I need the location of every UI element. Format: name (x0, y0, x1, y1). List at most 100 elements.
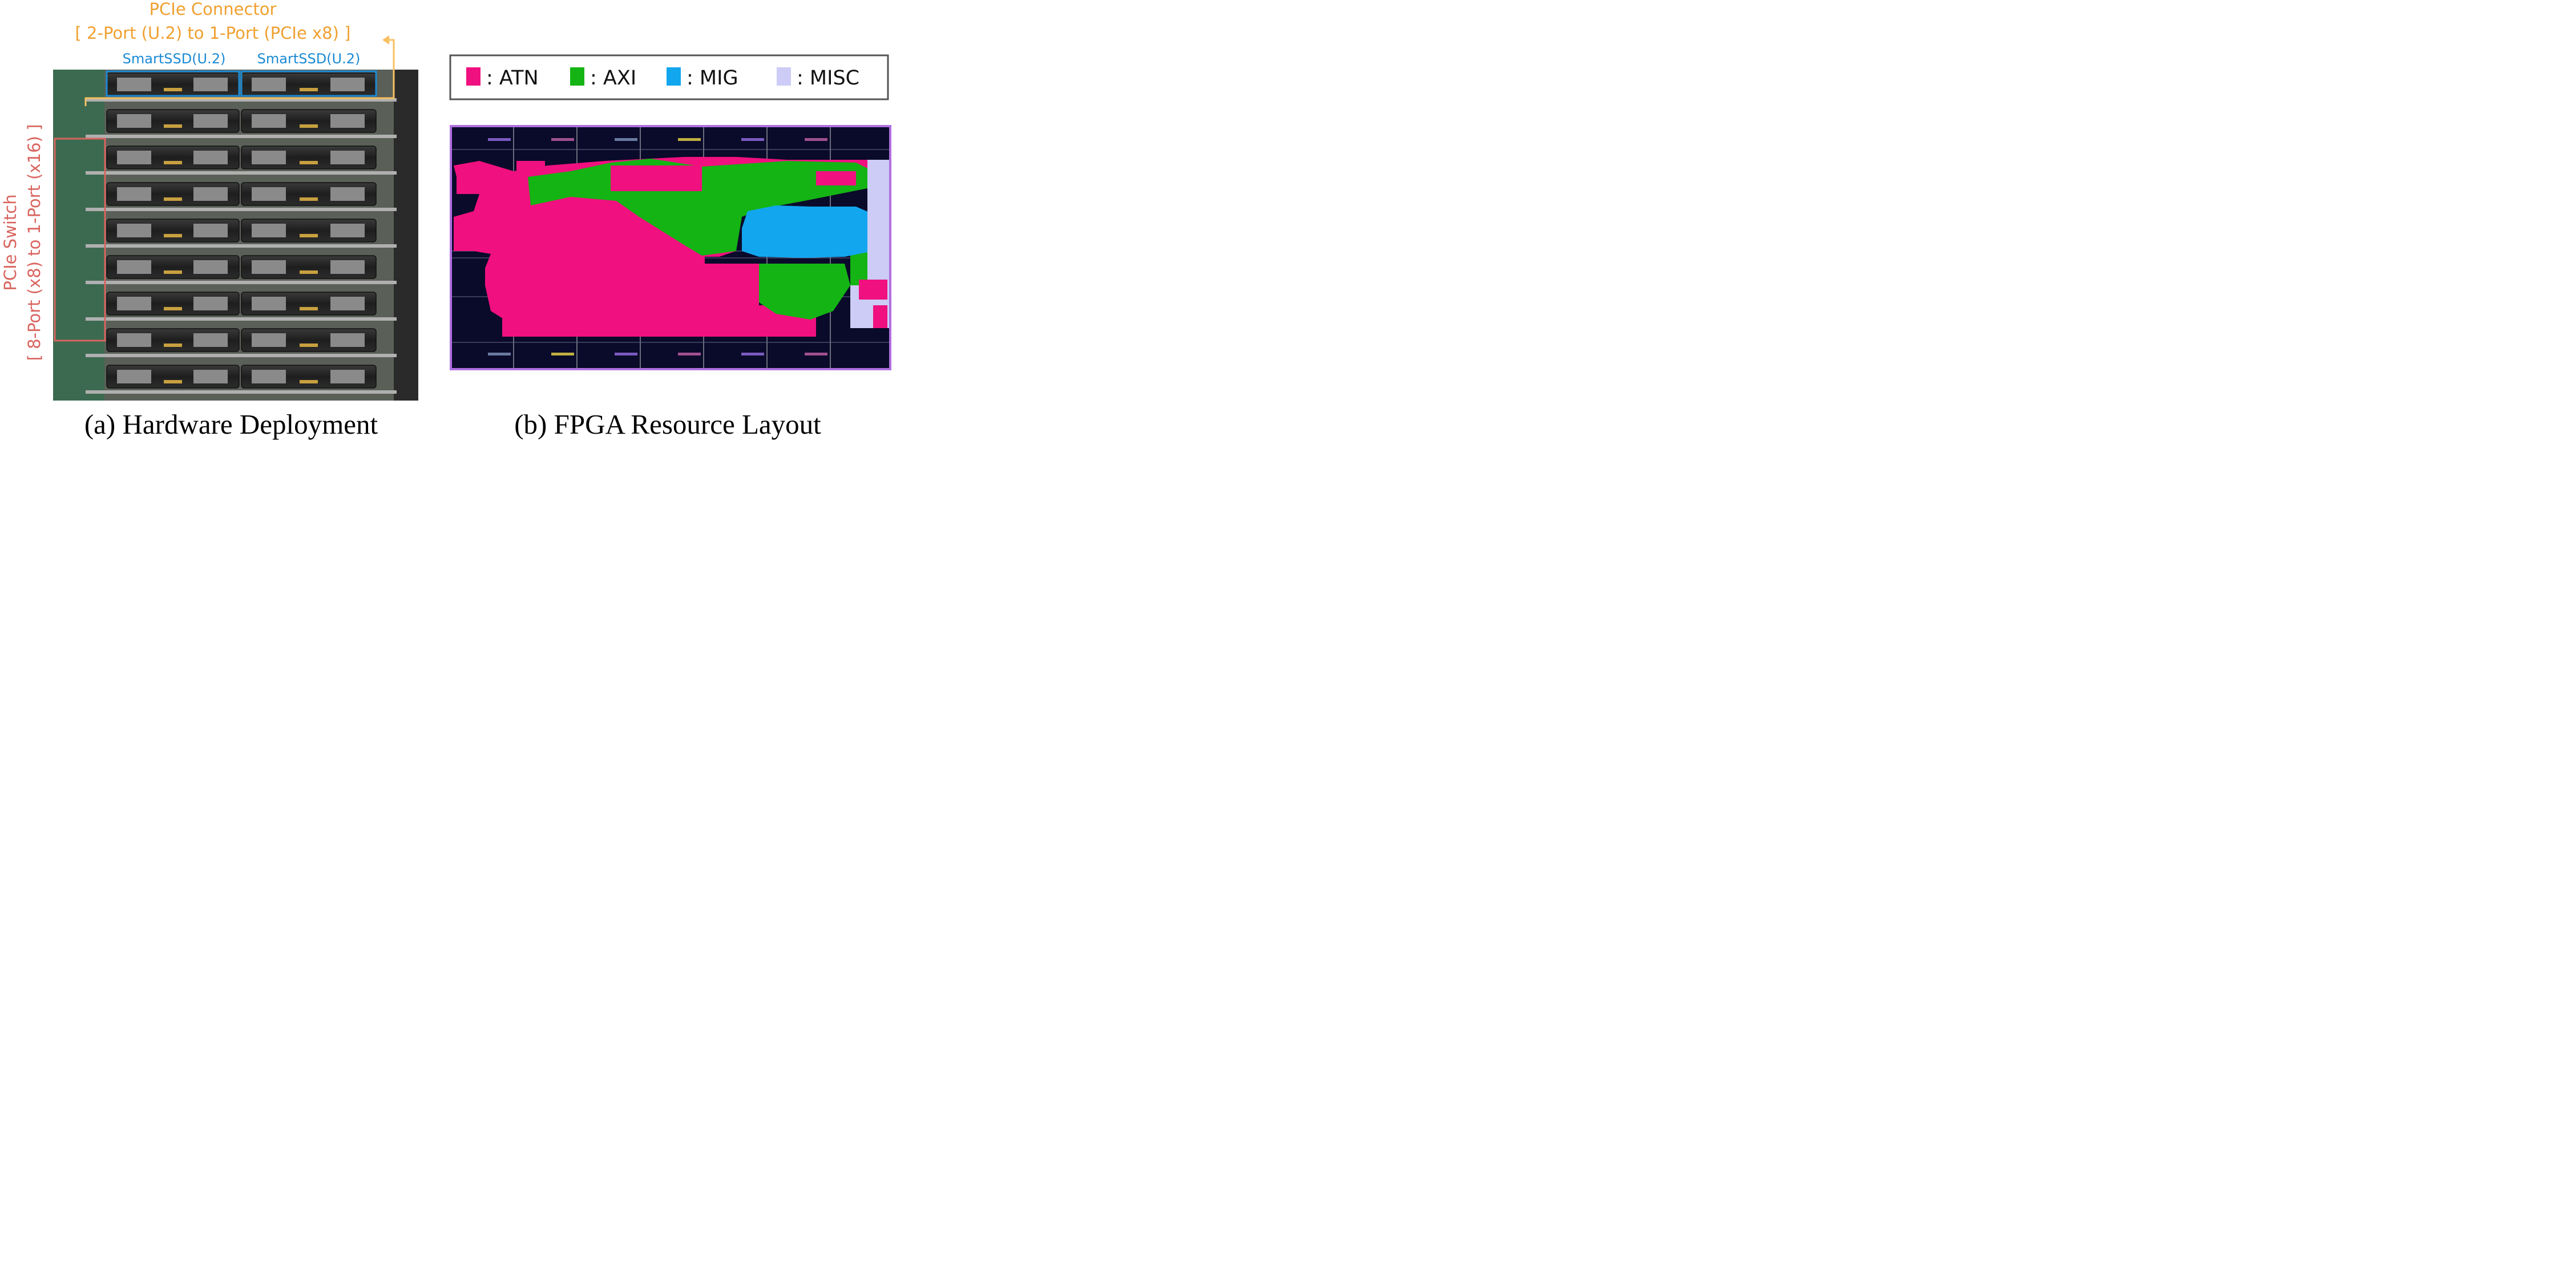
clock-bar (615, 353, 637, 355)
ssd-drive (241, 292, 377, 316)
legend-label-mig: : MIG (687, 67, 738, 90)
ssd-led (300, 380, 318, 383)
atn-region (454, 157, 867, 337)
fpga-border (450, 125, 891, 370)
hardware-photo (53, 70, 418, 401)
clock-bar (615, 138, 637, 141)
ssd-vent-left (252, 297, 286, 310)
legend-label-misc: : MISC (797, 67, 859, 90)
connector-subtitle: [ 2-Port (U.2) to 1-Port (PCIe x8) ] (75, 23, 351, 43)
ssd-vent-right (330, 224, 365, 237)
ssd-vent-right (330, 260, 365, 274)
ssd-led (164, 161, 182, 164)
ssd-vent-right (193, 260, 228, 274)
ssd-vent-right (193, 224, 228, 237)
legend-swatch-misc (777, 67, 791, 86)
clock-bar (678, 138, 701, 141)
ssd-vent-right (193, 78, 228, 91)
ssd-vent-right (193, 187, 228, 201)
figure: PCIe Connector [ 2-Port (U.2) to 1-Port … (1, 0, 891, 440)
ssd-drive (241, 182, 377, 206)
ssd-drive (241, 365, 377, 389)
ssd-drive (241, 72, 377, 96)
connector-arrow (84, 35, 395, 106)
clock-bar (678, 353, 701, 355)
ssd-led (300, 307, 318, 310)
ssd-led (164, 88, 182, 91)
ssd-drive (106, 109, 240, 133)
ssd-vent-right (330, 151, 365, 164)
ssd-rail (86, 135, 397, 138)
ssd-rail (86, 171, 397, 175)
switch-board (53, 70, 104, 401)
ssd-vent-right (330, 370, 365, 383)
ssd-drive (106, 328, 240, 352)
caption-a: (a) Hardware Deployment (84, 409, 378, 440)
clock-bar (551, 138, 574, 141)
ssd-vent-left (252, 187, 286, 201)
ssd-vent-right (330, 78, 365, 91)
ssd-led (300, 197, 318, 201)
clock-bar (741, 353, 764, 355)
switch-box (54, 138, 106, 342)
ssd-drive (106, 255, 240, 279)
ssd-led (164, 197, 182, 201)
clock-bar (805, 138, 827, 141)
clock-bar (741, 138, 764, 141)
ssd-vent-right (330, 333, 365, 347)
ssd-vent-right (193, 297, 228, 310)
ssd-drive (241, 255, 377, 279)
atn-overlap (611, 165, 856, 191)
ssd-rail (86, 354, 397, 357)
ssd-drive (106, 72, 240, 96)
legend-label-atn: : ATN (486, 67, 539, 90)
ssd-drive (106, 219, 240, 243)
ssd-vent-left (252, 260, 286, 274)
atn-right-islands (859, 280, 887, 328)
ssd-vent-left (117, 114, 151, 128)
caption-b: (b) FPGA Resource Layout (514, 409, 821, 440)
ssd-left-box (106, 70, 240, 97)
ssd-vent-left (117, 370, 151, 383)
ssd-drive (106, 182, 240, 206)
ssd-vent-right (193, 114, 228, 128)
ssd-drive (241, 109, 377, 133)
ssd-vent-left (117, 224, 151, 237)
ssd-vent-left (252, 370, 286, 383)
ssd-vent-right (193, 151, 228, 164)
ssd-rail (86, 281, 397, 284)
mig-region (742, 205, 873, 258)
ssd-led (300, 124, 318, 128)
ssd-rows (86, 72, 397, 394)
ssd-vent-left (117, 297, 151, 310)
ssd-left-label: SmartSSD(U.2) (123, 51, 226, 67)
fpga-layout (450, 125, 891, 370)
ssd-drive (106, 292, 240, 316)
legend-swatch-atn (466, 67, 481, 86)
ssd-rail (86, 317, 397, 321)
legend: : ATN : AXI : MIG : MISC (449, 54, 889, 100)
ssd-led (300, 88, 318, 91)
ssd-led (164, 234, 182, 237)
clock-bar (488, 138, 511, 141)
ssd-led (164, 344, 182, 347)
ssd-led (164, 380, 182, 383)
ssd-led (164, 307, 182, 310)
legend-swatch-axi (570, 67, 584, 86)
ssd-vent-left (117, 187, 151, 201)
ssd-rail (86, 390, 397, 394)
clock-bar (805, 353, 827, 355)
legend-label-axi: : AXI (590, 67, 636, 90)
ssd-vent-left (252, 78, 286, 91)
ssd-vent-left (117, 260, 151, 274)
ssd-led (164, 124, 182, 128)
ssd-led (300, 344, 318, 347)
ssd-vent-right (330, 187, 365, 201)
ssd-vent-left (117, 151, 151, 164)
ssd-led (300, 161, 318, 164)
ssd-drive (106, 365, 240, 389)
ssd-drive (241, 328, 377, 352)
ssd-drive (241, 146, 377, 169)
ssd-rail (86, 244, 397, 248)
ssd-rail (86, 98, 397, 102)
